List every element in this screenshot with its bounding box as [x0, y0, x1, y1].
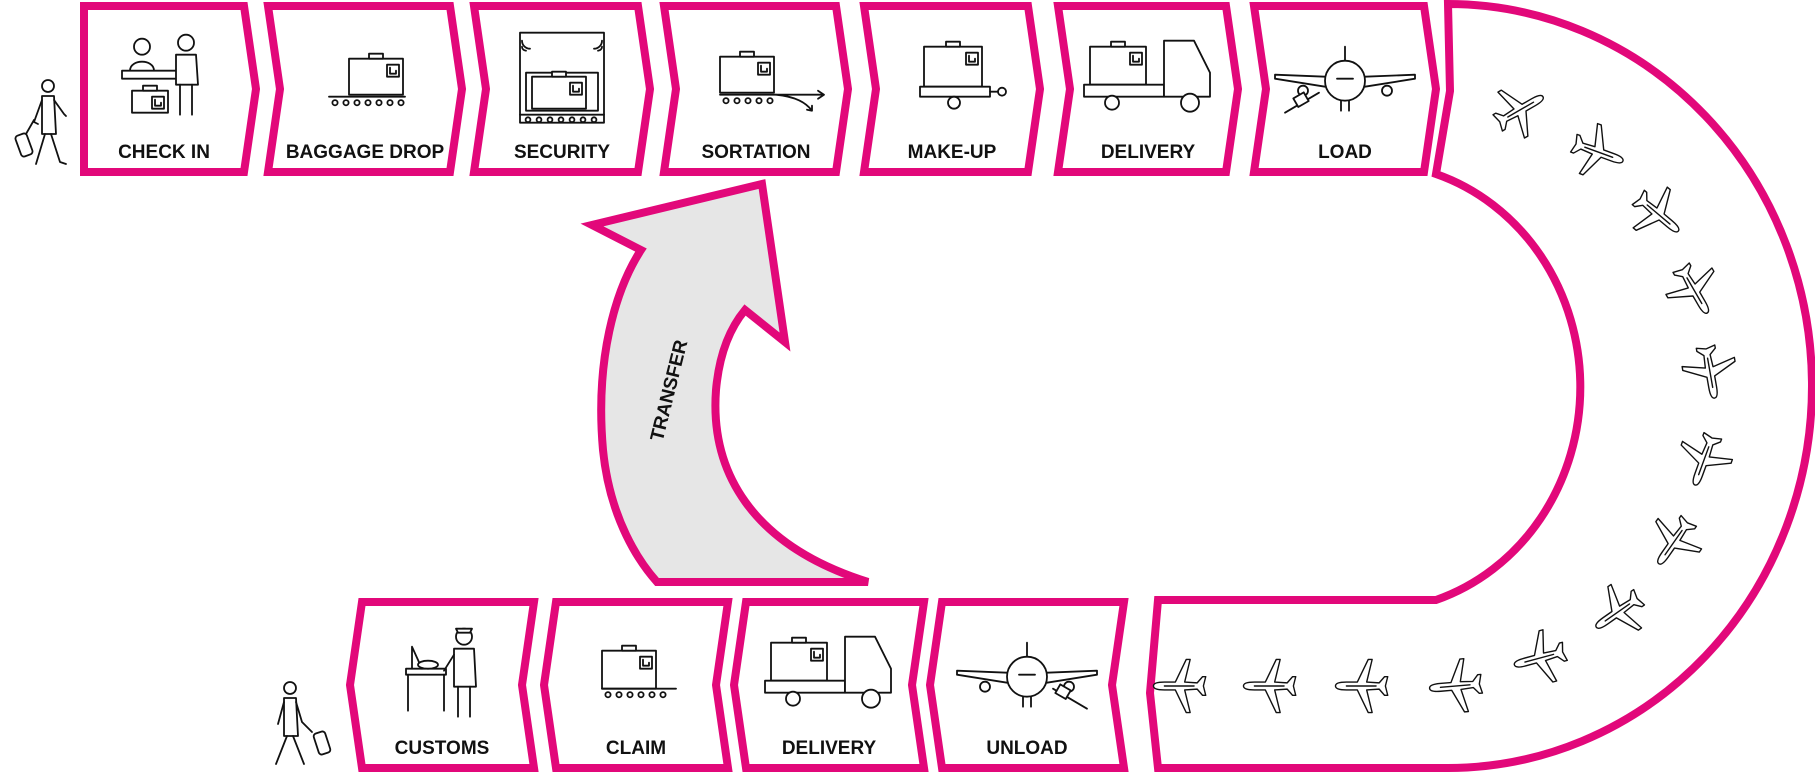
- delivery-truck-icon: [764, 635, 892, 709]
- departing-passenger-icon: [14, 79, 67, 165]
- step-label: SORTATION: [701, 142, 810, 163]
- delivery-truck-icon: [1083, 39, 1211, 113]
- step-label: CLAIM: [606, 738, 666, 759]
- process-step-claim: CLAIM: [539, 598, 733, 772]
- step-label: SECURITY: [514, 142, 610, 163]
- baggage-cart-icon: [919, 40, 1007, 110]
- airplane-icon: [1334, 658, 1389, 714]
- airplane-icon: [1513, 629, 1568, 683]
- step-label: CHECK IN: [118, 142, 210, 163]
- process-step-load: LOAD: [1249, 2, 1441, 176]
- departure-process-row: CHECK IN BAGGAGE DROP SECURITY SORTATION MAK…: [80, 2, 1441, 176]
- security-scanner-icon: [519, 31, 605, 124]
- step-label: MAKE-UP: [908, 142, 997, 163]
- airplane-icon: [1655, 514, 1703, 565]
- step-chevron: [345, 598, 539, 772]
- airplane-icon: [1680, 431, 1734, 486]
- arrival-process-row: CUSTOMS CLAIM DELIVERY UNLOAD: [345, 598, 1129, 772]
- process-step-customs: CUSTOMS: [345, 598, 539, 772]
- step-label: BAGGAGE DROP: [286, 142, 445, 163]
- sortation-conveyor-icon: [719, 50, 825, 112]
- step-chevron: [80, 2, 261, 176]
- arriving-passenger-icon: [275, 681, 332, 765]
- airplane-icon: [1492, 89, 1545, 139]
- baggage-claim-conveyor-icon: [601, 644, 677, 699]
- airplane-unloading-icon: [956, 641, 1098, 710]
- airplane-loading-icon: [1274, 45, 1416, 114]
- airplane-icon: [1665, 262, 1715, 315]
- step-label: UNLOAD: [986, 738, 1067, 759]
- airplane-icon: [1152, 658, 1207, 714]
- step-label: DELIVERY: [1101, 142, 1196, 163]
- transfer-arrow-icon: [580, 179, 870, 586]
- process-step-unload: UNLOAD: [925, 598, 1129, 772]
- process-step-baggage-drop: BAGGAGE DROP: [263, 2, 467, 176]
- baggage-conveyor-icon: [328, 52, 406, 107]
- process-step-delivery: DELIVERY: [729, 598, 929, 772]
- step-label: LOAD: [1318, 142, 1372, 163]
- flight-airplanes: [1152, 89, 1736, 714]
- airplane-icon: [1681, 344, 1736, 399]
- process-step-security: SECURITY: [469, 2, 655, 176]
- customs-inspection-icon: [405, 627, 477, 718]
- process-step-check-in: CHECK IN: [80, 2, 261, 176]
- airplane-icon: [1242, 658, 1297, 714]
- airplane-icon: [1569, 122, 1624, 176]
- step-label: DELIVERY: [782, 738, 877, 759]
- airplane-icon: [1595, 583, 1646, 631]
- process-step-delivery: DELIVERY: [1053, 2, 1243, 176]
- airplane-icon: [1428, 657, 1484, 713]
- process-step-sortation: SORTATION: [659, 2, 853, 176]
- airplane-icon: [1631, 186, 1680, 233]
- process-step-make-up: MAKE-UP: [859, 2, 1045, 176]
- check-in-desk-icon: [121, 33, 199, 116]
- step-label: CUSTOMS: [395, 738, 490, 759]
